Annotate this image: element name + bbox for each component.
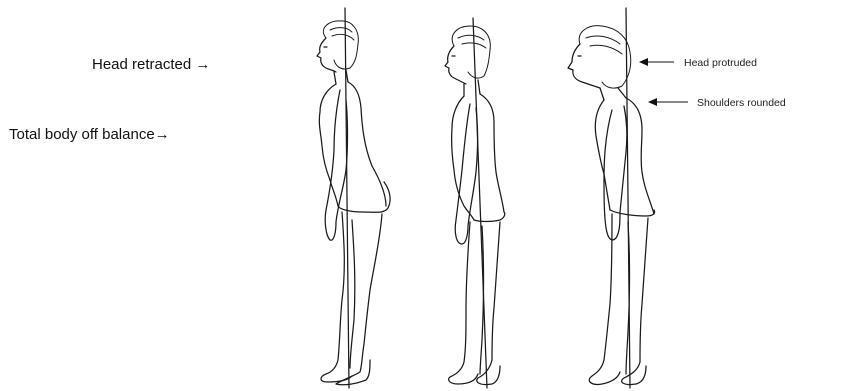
label-shoulders-rounded: Shoulders rounded [697, 97, 786, 109]
figure-retracted-posture [317, 8, 390, 388]
plumb-line-1 [345, 8, 349, 388]
figure-normal-posture [445, 18, 505, 388]
label-head-retracted: Head retracted → [92, 56, 210, 73]
annotation-head-protruded: Head protruded [639, 57, 757, 69]
annotation-shoulders-rounded: Shoulders rounded [648, 97, 786, 109]
label-total-body-off-balance: Total body off balance→ [9, 126, 170, 143]
figure-slouched-posture [568, 8, 655, 388]
label-head-protruded: Head protruded [684, 57, 757, 69]
